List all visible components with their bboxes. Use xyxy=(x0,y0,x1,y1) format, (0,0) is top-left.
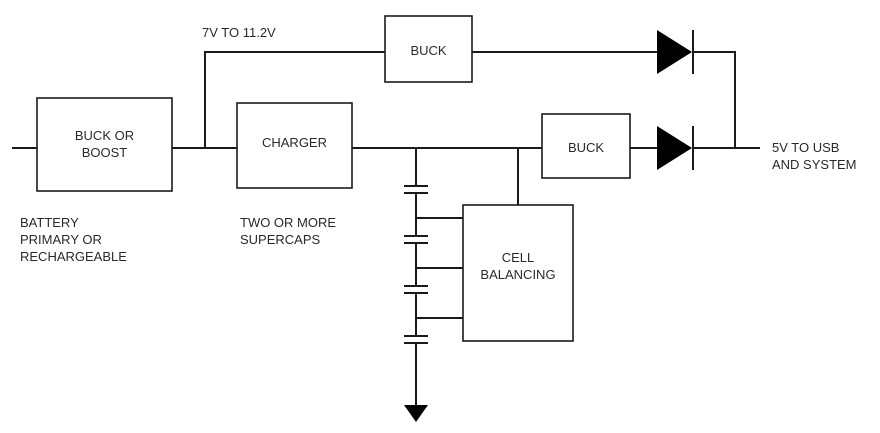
buck-mid-block xyxy=(541,113,631,179)
diode-mid-icon xyxy=(657,126,692,170)
buck-mid-label: BUCK xyxy=(567,140,605,155)
buck-top-label: BUCK xyxy=(410,43,447,58)
charger-block xyxy=(236,102,353,189)
supercaps-label: TWO OR MORE SUPERCAPS xyxy=(240,215,337,247)
wire-7v-bus xyxy=(204,51,385,148)
buck-top-block xyxy=(384,15,473,83)
buck-boost-block xyxy=(36,97,173,192)
voltage-range-label: 7V TO 11.2V xyxy=(202,25,276,40)
output-label: 5V TO USB AND SYSTEM xyxy=(772,140,857,172)
cell-balancing-label: CELL BALANCING xyxy=(480,250,556,282)
battery-label: BATTERY PRIMARY OR RECHARGEABLE xyxy=(20,215,127,264)
cell-balancing-block xyxy=(462,204,574,342)
charger-label: CHARGER xyxy=(261,135,327,150)
buck-boost-label: BUCK OR BOOST xyxy=(74,128,135,160)
wire-output-bus xyxy=(694,51,736,148)
ground-arrow-icon xyxy=(404,405,428,422)
diode-top-icon xyxy=(657,30,692,74)
